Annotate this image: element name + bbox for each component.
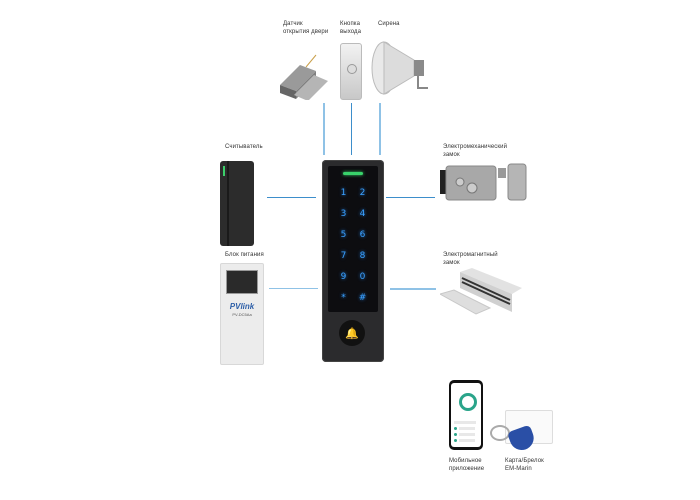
power-supply-brand: PVlink — [229, 302, 255, 311]
keypad-key: 8 — [359, 251, 366, 261]
siren-icon — [371, 41, 428, 95]
keypad-controller: 1 2 3 4 5 6 7 8 9 0 * # 🔔 — [322, 160, 384, 362]
exit-button-icon — [340, 43, 362, 100]
electromagnetic-lock-icon — [440, 268, 522, 315]
door-sensor-icon — [280, 54, 328, 100]
bell-icon: 🔔 — [339, 320, 365, 346]
connector-mag-lock — [390, 288, 436, 290]
keypad-key: 2 — [359, 188, 366, 198]
keypad-key: 0 — [359, 272, 366, 282]
mobile-app-label: Мобильное приложение — [449, 458, 485, 472]
power-supply-icon: PVlink PV-DC5Aa — [220, 263, 264, 365]
keypad-key: # — [358, 293, 367, 303]
status-led — [343, 172, 363, 175]
keypad-key: 7 — [340, 251, 347, 261]
connector-siren — [379, 103, 381, 155]
connector-door-sensor — [323, 103, 325, 155]
mobile-phone-icon — [449, 380, 483, 450]
keypad-key: * — [341, 293, 346, 303]
connector-exit-button — [351, 103, 352, 155]
card-fob-label: Карта/Брелок EM-Marin — [505, 458, 544, 472]
keypad-key: 1 — [340, 188, 347, 198]
siren-label: Сирена — [378, 21, 400, 27]
power-supply-label: Блок питания — [225, 252, 264, 258]
exit-button-label: Кнопка выхода — [340, 21, 362, 35]
keypad-key: 4 — [359, 209, 366, 219]
em-lock-label: Электромеханический замок — [443, 144, 508, 158]
reader-icon — [220, 161, 254, 246]
door-sensor-label: Датчик открытия двери — [283, 21, 329, 35]
mag-lock-label: Электромагнитный замок — [443, 252, 498, 266]
power-supply-model: PV-DC5Aa — [232, 312, 252, 317]
reader-label: Считыватель — [225, 144, 263, 150]
keypad-key: 9 — [340, 272, 347, 282]
connector-em-lock — [386, 197, 435, 198]
keyring-icon — [490, 425, 510, 441]
electromechanical-lock-icon — [440, 163, 527, 201]
keypad-key: 5 — [340, 230, 347, 240]
keypad-key: 3 — [340, 209, 347, 219]
keypad-key: 6 — [359, 230, 366, 240]
connector-reader — [267, 197, 316, 198]
connector-power-supply — [269, 288, 318, 289]
